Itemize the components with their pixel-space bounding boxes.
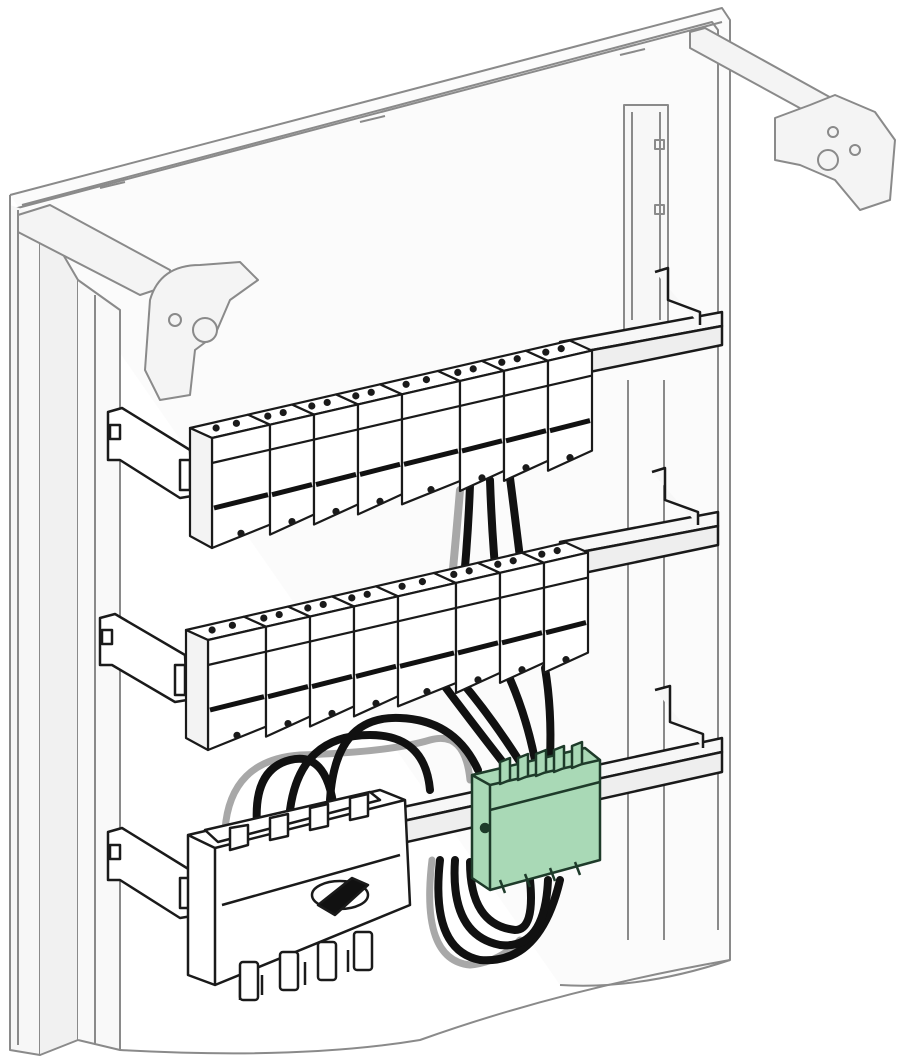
breaker-module: [188, 413, 272, 550]
breaker-module: [184, 615, 268, 752]
breaker-module: [330, 585, 400, 718]
cable-bundle: [221, 474, 564, 969]
breaker-module: [242, 605, 312, 738]
breaker-module: [378, 369, 462, 506]
energy-meter: [470, 740, 602, 894]
breaker-module: [246, 403, 316, 536]
top-right-hinge: [689, 27, 896, 211]
breaker-module: [334, 383, 404, 516]
middle-breaker-row: [184, 541, 590, 752]
breaker-module: [476, 551, 546, 684]
switch-disconnector: [186, 788, 412, 1002]
top-breaker-row: [188, 339, 594, 550]
top-left-hinge: [17, 204, 259, 401]
breaker-module: [480, 349, 550, 482]
breaker-module: [520, 541, 590, 674]
breaker-module: [286, 595, 356, 728]
breaker-module: [524, 339, 594, 472]
